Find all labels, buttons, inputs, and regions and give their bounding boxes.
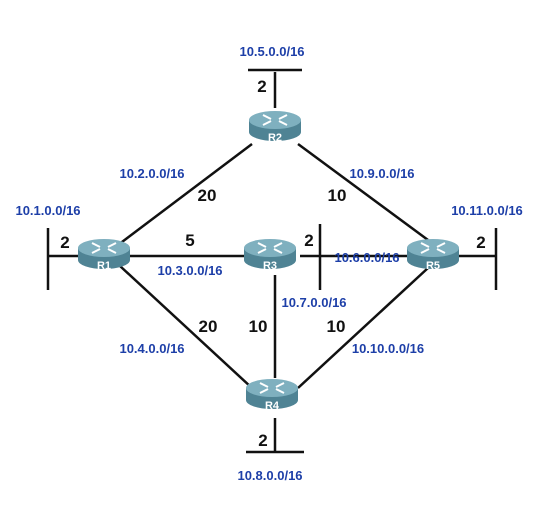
router-name: R4	[265, 400, 280, 412]
link-r2-r5	[297, 142, 429, 242]
network-label-10-5: 10.5.0.0/16	[239, 44, 304, 59]
cost-label-10-6: 2	[304, 231, 313, 250]
network-label-10-4: 10.4.0.0/16	[119, 341, 184, 356]
cost-label-10-10: 10	[327, 317, 346, 336]
router-name: R2	[268, 132, 282, 144]
link-r1-r2	[117, 143, 253, 246]
cost-label-10-5: 2	[257, 77, 266, 96]
cost-label-10-11: 2	[476, 233, 485, 252]
network-label-10-2: 10.2.0.0/16	[119, 166, 184, 181]
network-label-10-6: 10.6.0.0/16	[334, 250, 399, 265]
cost-label-10-7: 10	[249, 317, 268, 336]
cost-label-10-4: 20	[199, 317, 218, 336]
network-label-10-9: 10.9.0.0/16	[349, 166, 414, 181]
router-name: R5	[426, 260, 440, 272]
cost-label-10-2: 20	[198, 186, 217, 205]
router-name: R3	[263, 260, 277, 272]
router-r4[interactable]: R4	[245, 378, 299, 412]
router-r5[interactable]: R5	[406, 238, 460, 272]
network-label-10-10: 10.10.0.0/16	[352, 341, 424, 356]
network-label-10-7: 10.7.0.0/16	[281, 295, 346, 310]
router-name: R1	[97, 260, 111, 272]
links	[46, 68, 498, 454]
cost-label-10-8: 2	[258, 431, 267, 450]
network-label-10-3: 10.3.0.0/16	[157, 263, 222, 278]
router-r1[interactable]: R1	[77, 238, 131, 272]
cost-label-10-1: 2	[60, 233, 69, 252]
cost-label-10-9: 10	[328, 186, 347, 205]
network-label-10-1: 10.1.0.0/16	[15, 203, 80, 218]
link-r4-r5	[297, 267, 429, 389]
link-r1-r4	[119, 265, 253, 389]
cost-label-10-3: 5	[185, 231, 194, 250]
router-r3[interactable]: R3	[243, 238, 297, 272]
network-label-10-8: 10.8.0.0/16	[237, 468, 302, 483]
router-r2[interactable]: R2	[248, 110, 302, 144]
network-label-10-11: 10.11.0.0/16	[451, 203, 523, 218]
